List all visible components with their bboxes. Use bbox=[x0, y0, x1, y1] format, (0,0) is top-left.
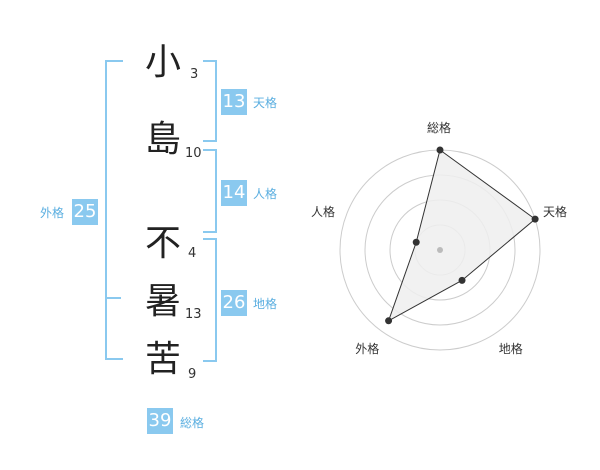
stroke-count-1: 3 bbox=[190, 67, 199, 82]
tenkaku-label: 天格 bbox=[253, 96, 278, 110]
name-char-2: 島 bbox=[144, 119, 181, 160]
radar-value-area bbox=[387, 149, 536, 322]
chikaku-badge: 26 bbox=[221, 290, 247, 316]
stroke-count-4: 13 bbox=[185, 307, 202, 322]
radar-point-5 bbox=[412, 238, 420, 246]
gaikaku-badge: 25 bbox=[72, 199, 98, 225]
radar-point-2 bbox=[531, 215, 539, 223]
gaikaku-bracket bbox=[105, 60, 123, 360]
name-char-4: 暑 bbox=[144, 281, 181, 322]
chikaku-label: 地格 bbox=[253, 297, 278, 311]
soukaku-badge: 39 bbox=[147, 408, 173, 434]
chikaku-bracket bbox=[203, 238, 217, 362]
gaikaku-bracket-split bbox=[105, 297, 121, 299]
jinkaku-bracket bbox=[203, 149, 217, 233]
radar-axis-label-1: 総格 bbox=[427, 121, 452, 135]
radar-axis-label-5: 人格 bbox=[310, 205, 335, 220]
radar-point-4 bbox=[385, 317, 393, 325]
radar-point-1 bbox=[436, 146, 444, 154]
radar-axis-label-2: 天格 bbox=[543, 205, 568, 220]
stroke-count-5: 9 bbox=[188, 367, 197, 382]
name-char-5: 苦 bbox=[144, 339, 181, 380]
stroke-count-2: 10 bbox=[185, 146, 202, 161]
jinkaku-badge: 14 bbox=[221, 180, 247, 206]
name-char-3: 不 bbox=[144, 223, 181, 264]
stroke-count-3: 4 bbox=[188, 246, 197, 261]
radar-point-3 bbox=[458, 276, 466, 284]
gaikaku-label: 外格 bbox=[40, 206, 65, 220]
radar-axis-label-4: 外格 bbox=[355, 341, 380, 356]
radar-axis-label-3: 地格 bbox=[498, 341, 523, 356]
fortune-radar-chart bbox=[339, 146, 541, 351]
jinkaku-label: 人格 bbox=[253, 187, 278, 201]
soukaku-label: 総格 bbox=[180, 416, 205, 430]
name-char-1: 小 bbox=[144, 42, 181, 83]
tenkaku-badge: 13 bbox=[221, 89, 247, 115]
tenkaku-bracket bbox=[203, 60, 217, 142]
radar-center-dot bbox=[437, 247, 443, 253]
